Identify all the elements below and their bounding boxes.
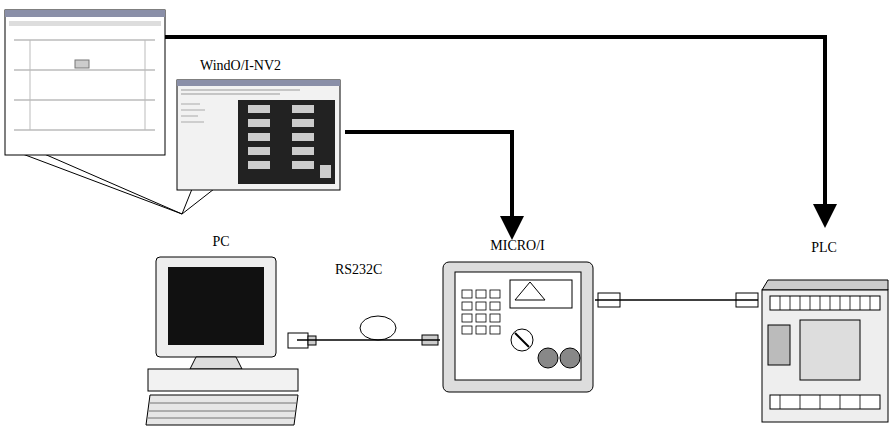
hmi-node: MICRO/I (440, 236, 595, 396)
plc-node: PLC (758, 238, 890, 425)
device-label: MICRO/I (490, 238, 544, 254)
software-window (5, 10, 165, 155)
callout-tail (20, 153, 182, 214)
device-label: PC (212, 234, 229, 250)
device-label: PLC (811, 240, 837, 256)
cable (297, 339, 440, 341)
callout-tail (182, 189, 214, 214)
pc-illustration (146, 257, 438, 425)
plc-illustration (762, 280, 888, 422)
cable-label: RS232C (333, 262, 384, 278)
software-window: WindO/I-NV2 (175, 56, 345, 192)
cable (595, 299, 758, 301)
transfer-arrow (345, 132, 512, 236)
hmi-illustration (443, 262, 758, 392)
device-label: WindO/I-NV2 (200, 58, 281, 74)
pc-node: PC (145, 232, 297, 426)
software-window (177, 80, 340, 190)
